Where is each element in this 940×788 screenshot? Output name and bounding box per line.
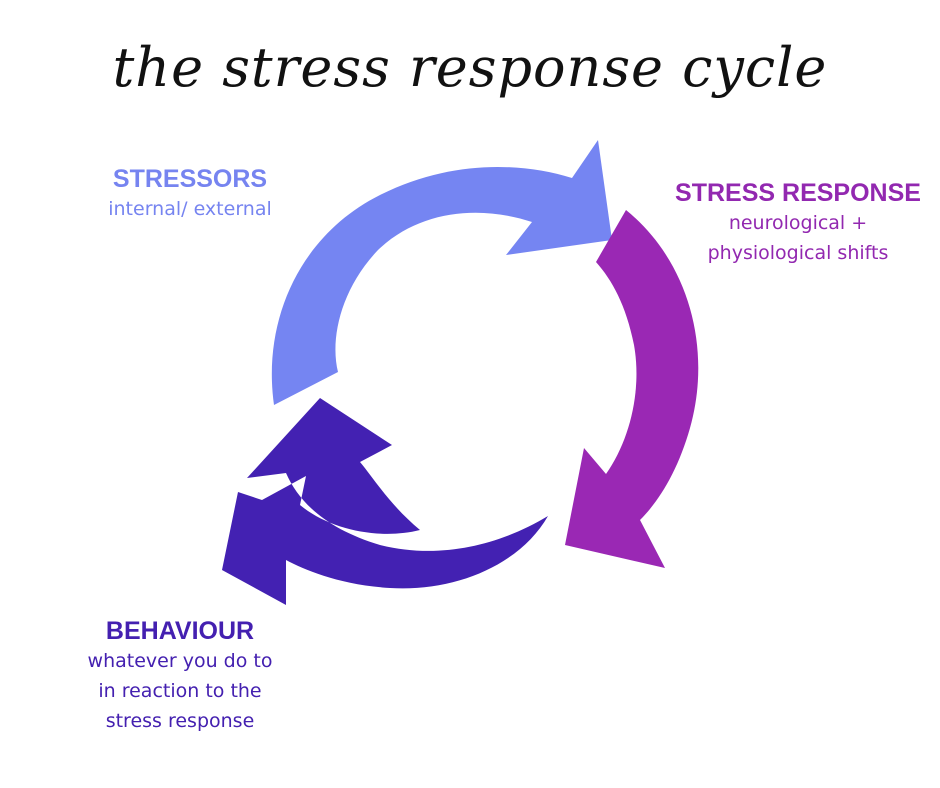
stressors-label: STRESSORS internal/ external [80,164,300,224]
behaviour-line-2: in reaction to the [98,680,262,702]
behaviour-line-1: whatever you do to [87,650,273,672]
response-heading: STRESS RESPONSE [675,179,921,207]
response-line-1: neurological + [728,212,868,234]
response-line-2: physiological shifts [707,242,889,264]
stressors-heading: STRESSORS [112,165,268,193]
behaviour-arrow [222,398,548,605]
response-arrow [565,210,699,568]
behaviour-label: BEHAVIOUR whatever you do to in reaction… [50,616,310,736]
behaviour-line-3: stress response [105,710,255,732]
stressors-line-1: internal/ external [108,198,272,220]
stressors-arrow [271,140,612,405]
diagram-title: the stress response cycle [112,36,828,99]
stress-response-label: STRESS RESPONSE neurological + physiolog… [660,178,936,268]
behaviour-heading: BEHAVIOUR [105,617,255,645]
